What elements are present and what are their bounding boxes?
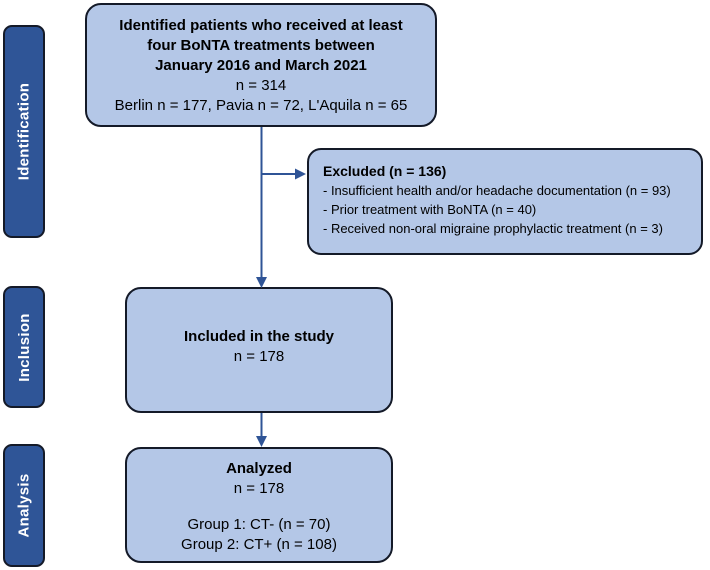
arrow-included-to-analyzed (256, 413, 267, 447)
identified-title-line-1: Identified patients who received at leas… (119, 17, 403, 34)
stage-label-inclusion: Inclusion (3, 286, 45, 408)
included-n-count: n = 178 (233, 348, 285, 365)
identified-n-count: n = 314 (235, 77, 287, 94)
analyzed-group-2: Group 2: CT+ (n = 108) (181, 536, 337, 553)
included-box: Included in the study n = 178 (125, 287, 393, 413)
analyzed-spacer (127, 499, 391, 515)
identified-title-line-2: four BoNTA treatments between (147, 37, 375, 54)
excluded-title: Excluded (n = 136) (323, 163, 447, 179)
identified-centers-breakdown: Berlin n = 177, Pavia n = 72, L'Aquila n… (114, 97, 408, 114)
identified-title-line-3: January 2016 and March 2021 (155, 57, 367, 74)
stage-label-identification-text: Identification (15, 82, 33, 181)
analyzed-box: Analyzed n = 178 Group 1: CT- (n = 70) G… (125, 447, 393, 563)
stage-label-inclusion-text: Inclusion (15, 312, 33, 382)
excluded-reason-3: - Received non-oral migraine prophylacti… (323, 221, 663, 236)
arrow-to-excluded (261, 168, 306, 180)
analyzed-group-1: Group 1: CT- (n = 70) (187, 516, 331, 533)
excluded-box: Excluded (n = 136) - Insufficient health… (307, 148, 703, 255)
analyzed-n-count: n = 178 (233, 480, 285, 497)
arrow-identified-to-included (256, 127, 267, 288)
identified-patients-box: Identified patients who received at leas… (85, 3, 437, 127)
stage-label-analysis: Analysis (3, 444, 45, 567)
analyzed-title: Analyzed (226, 460, 292, 477)
excluded-reason-1: - Insufficient health and/or headache do… (323, 183, 671, 198)
stage-label-identification: Identification (3, 25, 45, 238)
stage-label-analysis-text: Analysis (15, 473, 33, 538)
included-title: Included in the study (183, 328, 334, 345)
excluded-reason-2: - Prior treatment with BoNTA (n = 40) (323, 202, 537, 217)
